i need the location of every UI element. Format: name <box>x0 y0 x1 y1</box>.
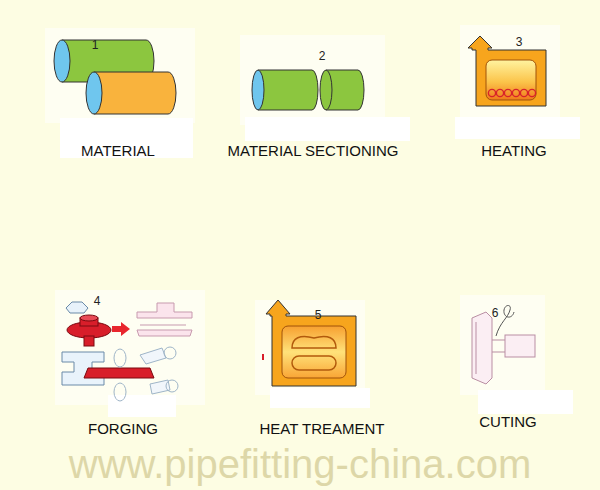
step-caption: MATERIAL <box>81 143 155 160</box>
caption-plate <box>60 117 580 417</box>
heating-furnace <box>468 36 546 106</box>
callout-number: 1 <box>92 39 99 52</box>
step-caption: HEATING <box>481 143 547 160</box>
step-caption: FORGING <box>88 421 158 438</box>
step-caption: CUTING <box>479 414 537 431</box>
callout-number: 3 <box>516 36 523 49</box>
forging-dies <box>62 302 192 401</box>
material-bars <box>54 40 176 114</box>
panel-ground <box>45 25 560 405</box>
step-caption: HEAT TREAMENT <box>259 421 384 438</box>
cutting-tool <box>472 306 535 385</box>
callout-number: 6 <box>492 307 499 320</box>
callout-number: 5 <box>315 309 322 322</box>
watermark: www.pipefitting-china.com <box>69 442 531 486</box>
callout-number: 2 <box>319 50 326 63</box>
callout-number: 4 <box>94 295 101 308</box>
heat-treatment-furnace <box>262 300 356 386</box>
step-caption: MATERIAL SECTIONING <box>228 143 399 160</box>
sectioned-bar <box>252 70 364 110</box>
